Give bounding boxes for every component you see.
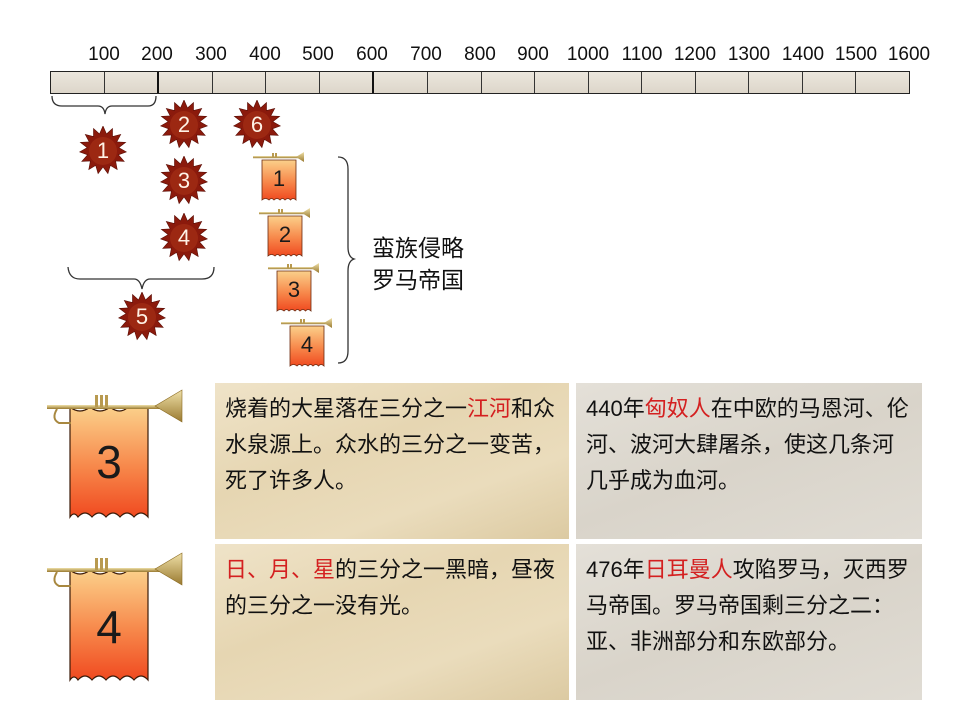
highlight-text: 日耳曼人 (644, 557, 733, 582)
seal-icon (117, 292, 167, 341)
tick-label: 700 (410, 44, 442, 65)
timeline-bar (50, 71, 910, 94)
tick-label: 1400 (781, 44, 825, 65)
trumpet-small-4: 4 (280, 316, 335, 371)
seal-2: 2 (159, 100, 209, 150)
trumpet-banner-icon (281, 318, 332, 367)
barbarian-invasion-label: 蛮族侵略 罗马帝国 (372, 235, 464, 293)
brace-barbarian-invasion (337, 156, 357, 364)
trumpet-large-3: 3 (45, 385, 185, 525)
tick-label: 800 (464, 44, 496, 65)
history-panel-trumpet-4: 476年日耳曼人攻陷罗马，灭西罗马帝国。罗马帝国剩三分之二：亚、非洲部分和东欧部… (576, 544, 922, 700)
seal-1: 1 (78, 126, 128, 176)
trumpet-banner-icon (259, 208, 310, 257)
brace-seal-5 (67, 266, 215, 290)
seal-3: 3 (159, 156, 209, 206)
highlight-text: 江河 (467, 396, 512, 421)
seal-icon (78, 126, 128, 175)
tick-label: 1500 (834, 44, 878, 65)
tick-label: 1200 (673, 44, 717, 65)
tick-label: 500 (302, 44, 334, 65)
brace-seal-1 (51, 95, 157, 115)
highlight-text: 日、月、星 (225, 557, 336, 582)
seal-icon (232, 100, 282, 149)
highlight-text: 匈奴人 (644, 396, 711, 421)
tick-label: 300 (195, 44, 227, 65)
trumpet-small-2: 2 (258, 206, 313, 261)
tick-label: 1100 (621, 44, 663, 65)
trumpet-banner-icon (268, 263, 319, 312)
tick-label: 100 (88, 44, 120, 65)
prophecy-panel-trumpet-4: 日、月、星的三分之一黑暗，昼夜的三分之一没有光。 (215, 544, 569, 700)
tick-label: 200 (141, 44, 173, 65)
prophecy-panel-trumpet-3: 烧着的大星落在三分之一江河和众水泉源上。众水的三分之一变苦，死了许多人。 (215, 383, 569, 539)
trumpet-banner-icon (253, 152, 304, 201)
tick-label: 900 (517, 44, 549, 65)
trumpet-banner-icon (47, 389, 183, 519)
seal-6: 6 (232, 100, 282, 150)
seal-4: 4 (159, 213, 209, 263)
trumpet-large-4: 4 (45, 548, 185, 688)
tick-label: 1000 (566, 44, 610, 65)
trumpet-small-1: 1 (252, 150, 307, 205)
history-panel-trumpet-3: 440年匈奴人在中欧的马恩河、伦河、波河大肆屠杀，使这几条河几乎成为血河。 (576, 383, 922, 539)
trumpet-small-3: 3 (267, 261, 322, 316)
tick-label: 600 (356, 44, 388, 65)
trumpet-banner-icon (47, 552, 183, 682)
tick-label: 400 (249, 44, 281, 65)
seal-icon (159, 156, 209, 205)
tick-label: 1600 (887, 44, 931, 65)
seal-5: 5 (117, 292, 167, 342)
seal-icon (159, 213, 209, 262)
seal-icon (159, 100, 209, 149)
tick-label: 1300 (727, 44, 771, 65)
